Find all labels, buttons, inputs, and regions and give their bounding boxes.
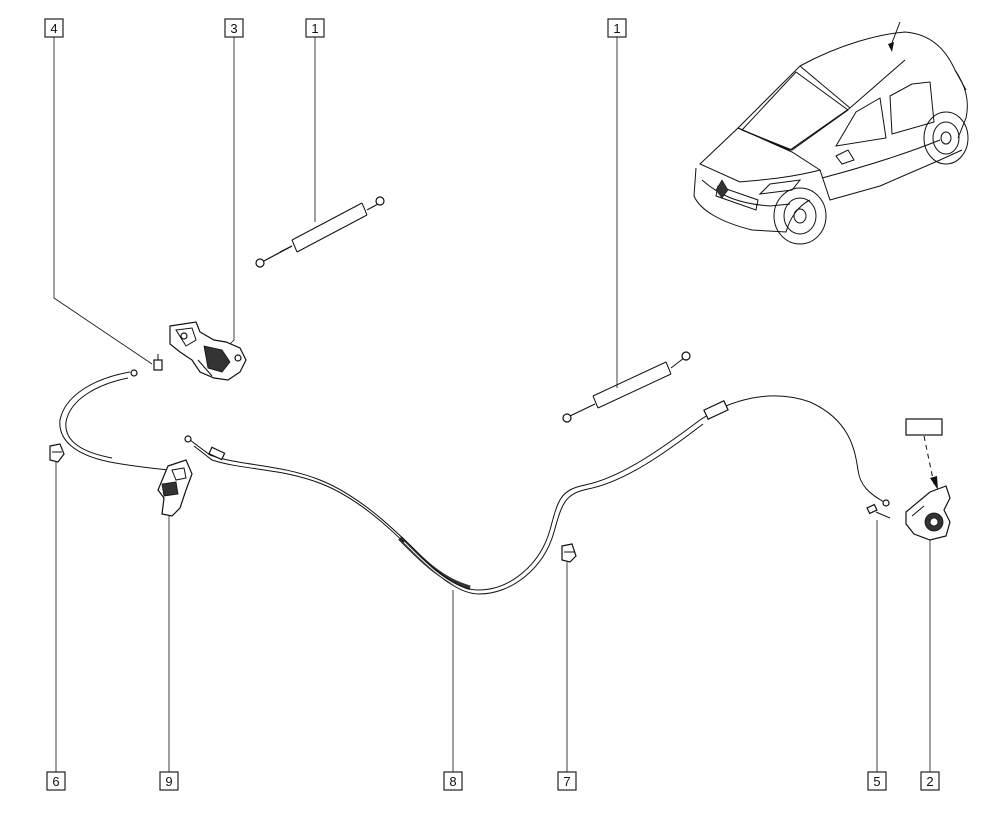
callout-6-bottom: 6 [46,771,66,791]
svg-text:9: 9 [165,774,172,789]
svg-text:6: 6 [52,774,59,789]
svg-text:3: 3 [230,21,237,36]
car-illustration [693,21,969,245]
callout-3-top: 3 [224,18,244,38]
svg-text:1: 1 [311,21,318,36]
clip-part-6 [49,443,65,463]
gas-strut-left [255,196,385,268]
callout-1-right: 1 [607,18,627,38]
callout-9-bottom: 9 [159,771,179,791]
svg-text:8: 8 [449,774,456,789]
svg-text:7: 7 [563,774,570,789]
svg-text:5: 5 [873,774,880,789]
svg-text:1: 1 [613,21,620,36]
callout-5-bottom: 5 [867,771,887,791]
safety-catch-part-2 [905,485,951,541]
callout-8-bottom: 8 [443,771,463,791]
leader-line-3 [221,37,235,353]
clip-part-7 [561,543,577,563]
callout-1-left: 1 [305,18,325,38]
svg-text:4: 4 [50,21,57,36]
leader-line-plate-dashed [923,435,935,485]
callout-2-bottom: 2 [920,771,940,791]
callout-7-bottom: 7 [557,771,577,791]
callouts: 4 3 1 1 6 9 8 7 [44,18,940,791]
label-plate [905,418,943,436]
release-handle [157,459,193,517]
release-cables [59,369,890,595]
svg-text:2: 2 [926,774,933,789]
leader-lines [53,37,938,772]
screw-part-5 [866,503,891,519]
callout-4-top: 4 [44,18,64,38]
gas-strut-right [562,351,691,423]
leader-line-4 [53,37,153,365]
plate-arrow-head [930,476,938,490]
bolt-part-4 [153,354,163,371]
bonnet-lock [169,321,247,381]
